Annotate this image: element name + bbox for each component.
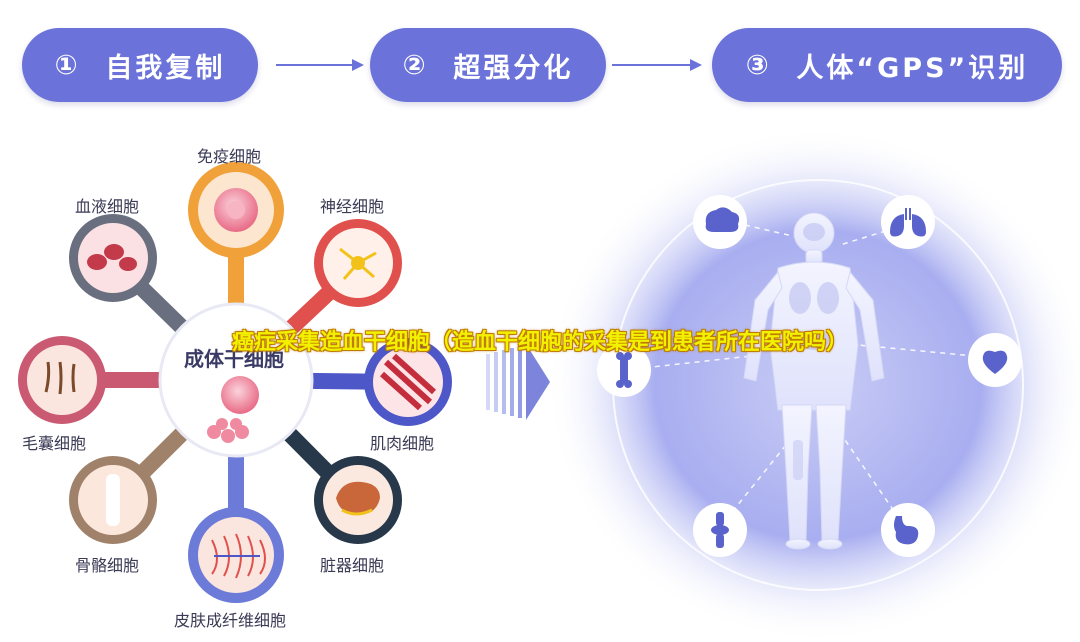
transition-arrow [486,344,550,420]
nerve-cell-label: 神经细胞 [320,197,385,216]
lungs-icon [881,195,935,249]
knee-joint-icon [693,503,747,557]
skin-cell-label: 皮肤成纤维细胞 [174,611,287,630]
stomach-icon [881,503,935,557]
hair-cell-circle [18,336,106,424]
nerve-cell-circle [314,219,402,307]
immune-cell-label: 免疫细胞 [197,147,262,166]
step-arrow-2 [612,59,702,71]
internal-organs [789,223,839,480]
stem-cell-cluster [207,418,249,443]
brain-icon [693,195,747,249]
step-2-label: 超强分化 [453,52,574,84]
organ-cell-circle [314,456,402,544]
organ-cell-label: 脏器细胞 [320,556,385,575]
step-1-label: 自我复制 [105,52,226,84]
muscle-cell-label: 肌肉细胞 [370,434,435,453]
muscle-cell-circle [364,338,452,426]
step-arrow-1 [276,59,364,71]
blood-cell-label: 血液细胞 [75,197,140,216]
overlay-caption: 癌症采集造血干细胞（造血干细胞的采集是到患者所在医院吗） [231,330,848,355]
step-3-pill: ③ 人体“GPS”识别 [712,28,1062,102]
stem-cell-icon [221,376,259,414]
hair-cell-label: 毛囊细胞 [22,434,87,453]
step-2-number: ② [402,49,429,81]
heart-icon [968,333,1022,387]
step-3-number: ③ [745,49,772,81]
skin-cell-circle [188,507,284,603]
bone-cell-circle [69,456,157,544]
blood-cell-circle [69,214,157,302]
bone-icon [597,343,651,397]
step-1-number: ① [54,49,81,81]
center-title: 成体干细胞 [184,347,284,371]
step-1-pill: ① 自我复制 [22,28,258,102]
immune-cell-circle [188,162,284,258]
step-2-pill: ② 超强分化 [370,28,606,102]
step-3-label: 人体“GPS”识别 [796,52,1029,84]
bone-cell-label: 骨骼细胞 [75,556,140,575]
